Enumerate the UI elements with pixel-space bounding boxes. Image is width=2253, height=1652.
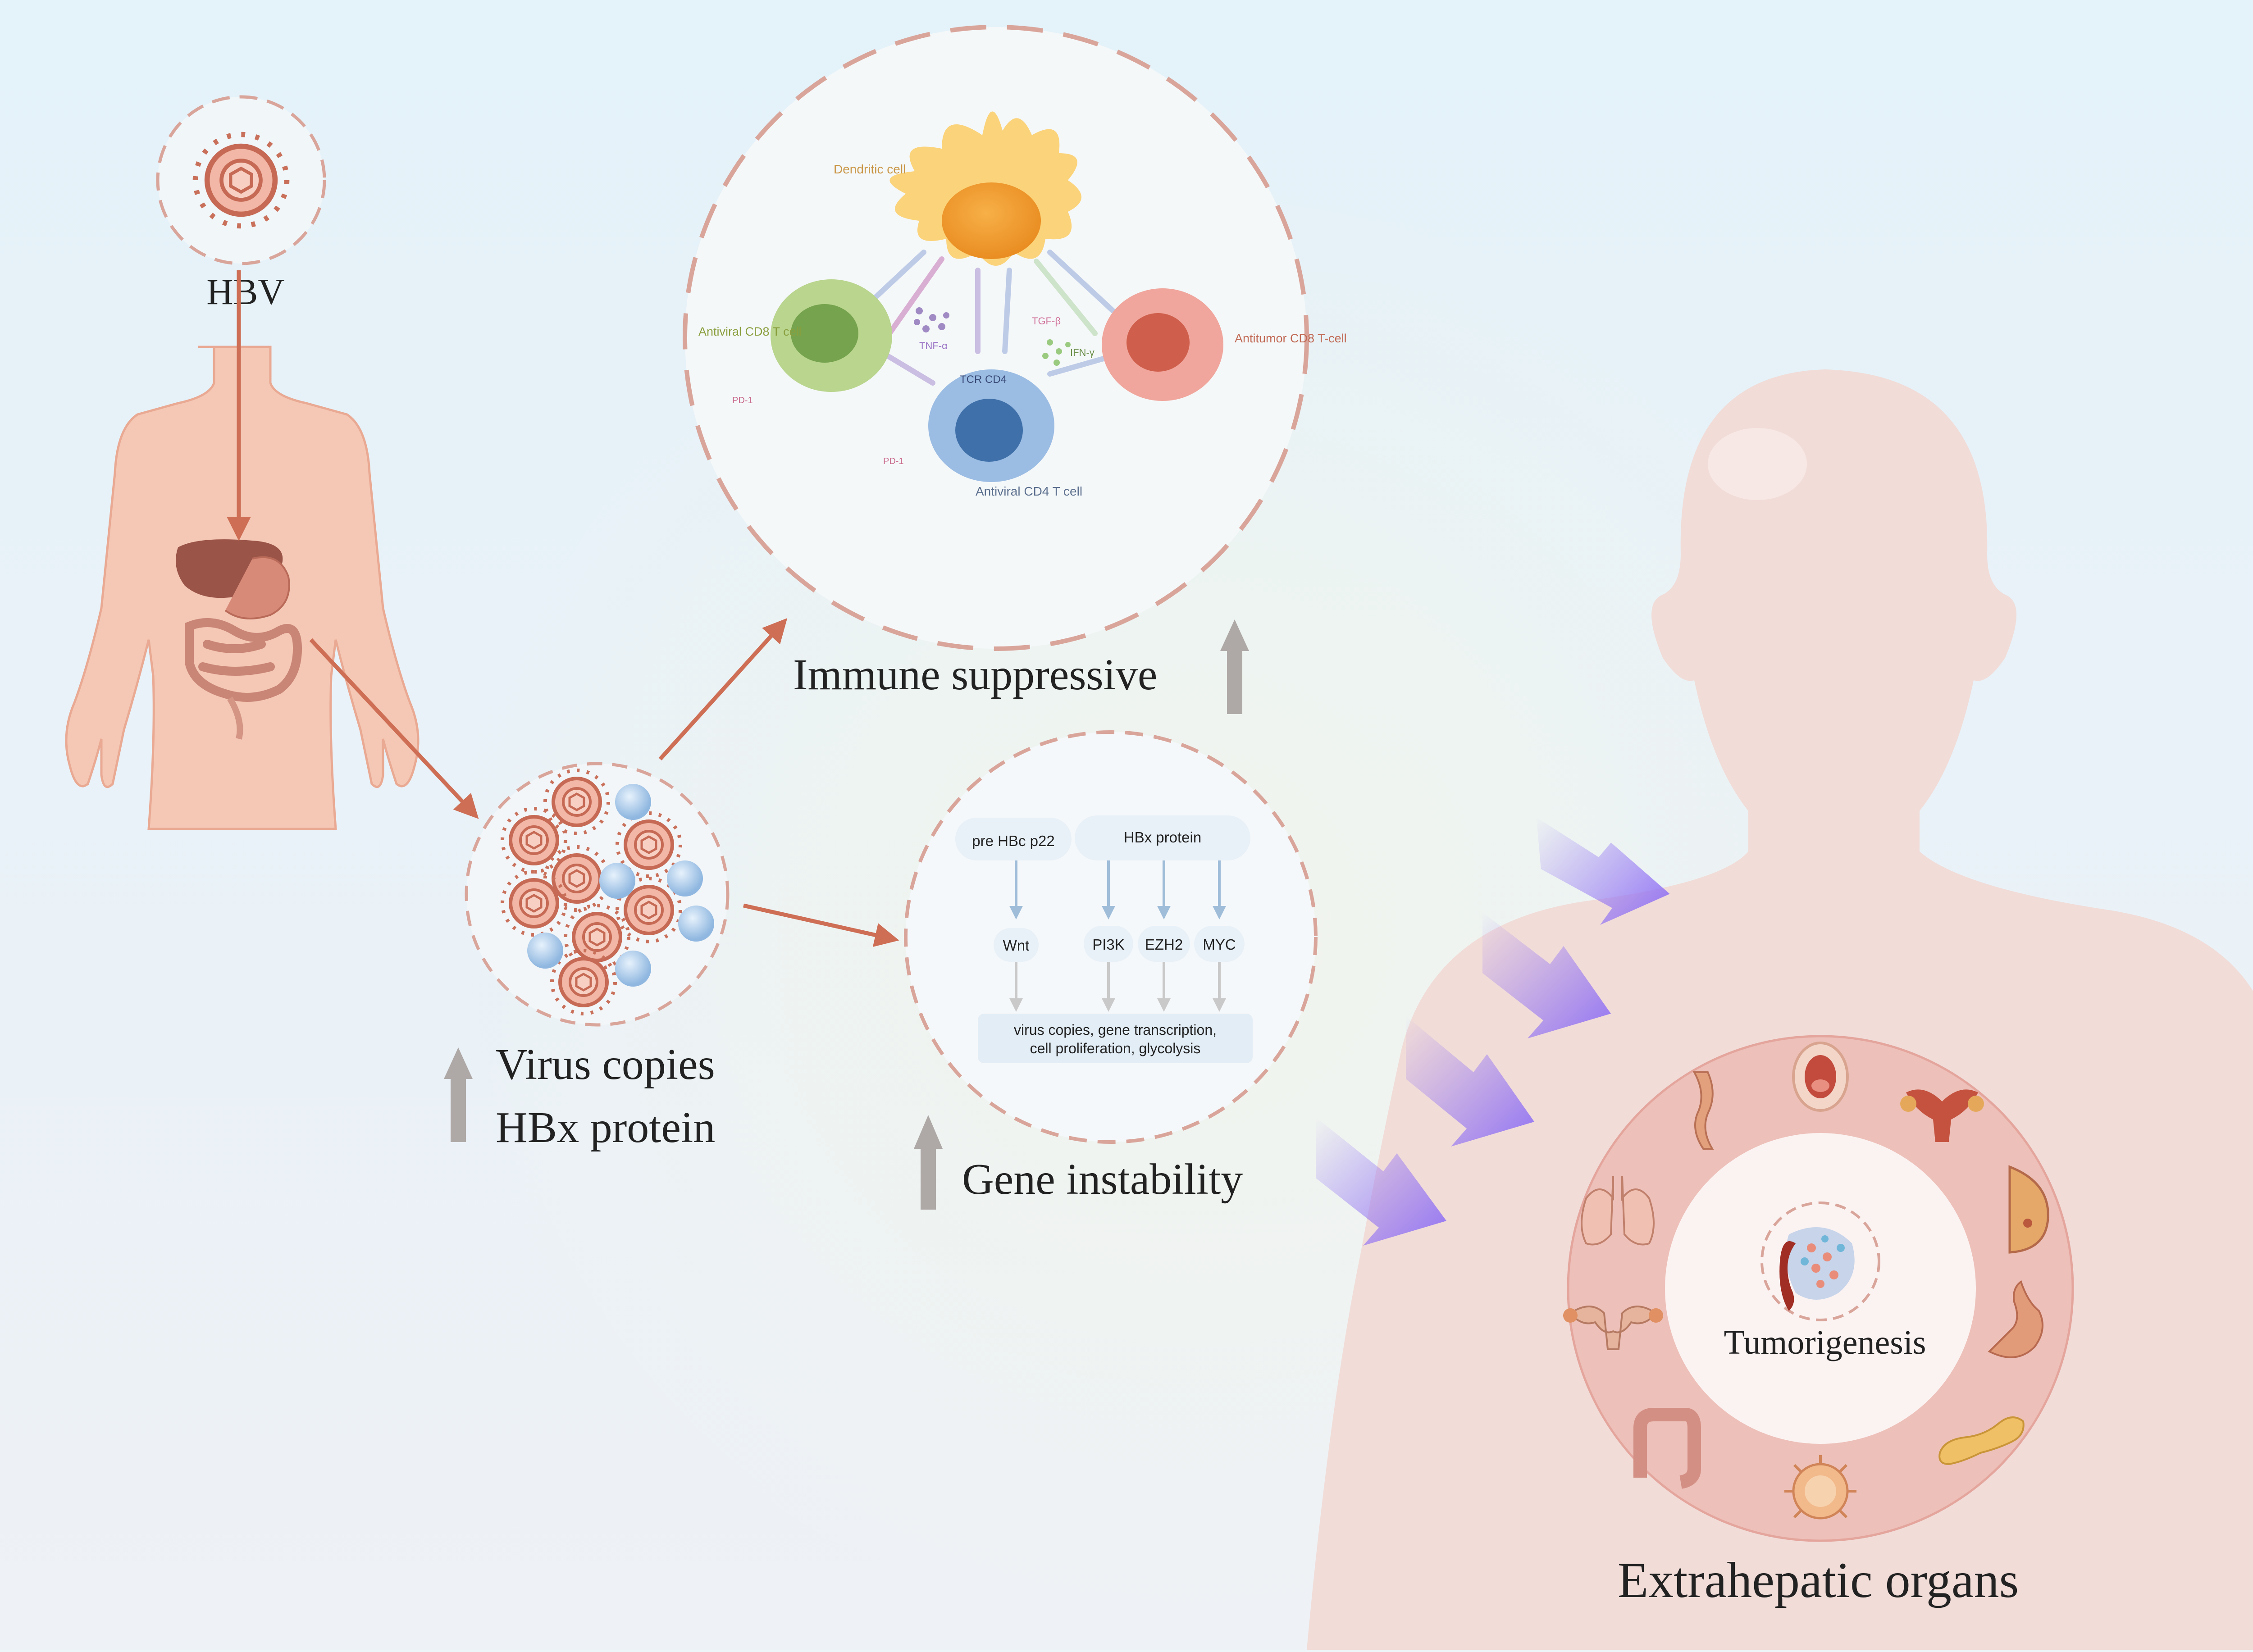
tnf-label: TNF-α (919, 340, 948, 351)
immune-circle: Dendritic cell Antiviral CD8 T cell Anti… (683, 25, 1347, 651)
antiviral-cd4-cell (928, 369, 1054, 482)
ezh2-label: EZH2 (1145, 936, 1183, 953)
up-arrow-icon (444, 1047, 473, 1142)
extrahepatic-organs-label: Extrahepatic organs (1618, 1552, 2019, 1608)
hbx-particle (527, 933, 563, 969)
tumor-icon (1784, 1455, 1856, 1520)
hbx-particle (615, 784, 651, 820)
dendritic-cell-label: Dendritic cell (834, 162, 906, 176)
esophagus-icon (1692, 1071, 1714, 1150)
pd1-left-label: PD-1 (732, 396, 753, 405)
organ-ring: Tumorigenesis (1563, 1035, 2074, 1542)
pi3k-pill (1084, 926, 1133, 962)
pd1-bottom-label: PD-1 (883, 456, 904, 466)
up-arrow-icon (1220, 619, 1249, 714)
purple-arrow-icon (1316, 1117, 1446, 1246)
hbx-particle (599, 863, 635, 899)
tgf-label: TGF-β (1032, 315, 1061, 327)
hbv-virus (156, 95, 326, 265)
hbx-particle (667, 860, 703, 897)
immune-suppressive-label: Immune suppressive (793, 651, 1157, 699)
hbx-pill-label: HBx protein (1124, 829, 1201, 846)
pi3k-label: PI3K (1092, 936, 1125, 953)
tcr-cd4-label: TCR CD4 (960, 373, 1007, 386)
purple-arrow-icon (1406, 1016, 1534, 1147)
virus-copies-label: Virus copies (496, 1040, 715, 1089)
tumor-center-icon (1760, 1201, 1880, 1321)
breast-icon (2008, 1165, 2049, 1254)
oral-cavity-icon (1792, 1042, 1849, 1112)
outcome-box (978, 1014, 1253, 1063)
gene-pathway-circle: pre HBc p22 HBx protein Wnt PI3K EZH2 MY… (904, 730, 1318, 1144)
hbv-label: HBV (206, 271, 284, 312)
lung-icon (1581, 1175, 1655, 1246)
hbx-particle (615, 951, 651, 987)
antiviral-cd4-label: Antiviral CD4 T cell (976, 484, 1082, 498)
human-body-icon (65, 270, 479, 830)
hbx-protein-label: HBx protein (496, 1103, 715, 1152)
pancreas-icon (1938, 1416, 2025, 1465)
uterus-icon (1900, 1089, 1984, 1142)
hbx-particle (678, 906, 714, 942)
ovary-icon (1563, 1306, 1663, 1350)
antiviral-cd8-cell (771, 279, 892, 392)
purple-arrow-icon (1482, 912, 1611, 1038)
virus-copies-circle (465, 762, 730, 1027)
outcome-line-2: cell proliferation, glycolysis (1030, 1040, 1201, 1056)
purple-arrow-icon (1536, 817, 1670, 925)
stomach-icon (1988, 1280, 2043, 1358)
ifn-label: IFN-γ (1070, 347, 1095, 358)
antitumor-cd8-label: Antitumor CD8 T-cell (1235, 332, 1347, 345)
tumorigenesis-label: Tumorigenesis (1724, 1324, 1926, 1361)
dendritic-cell (889, 111, 1081, 266)
pre-hbc-pill (955, 818, 1072, 860)
up-arrow-icon (914, 1115, 943, 1210)
ezh2-pill (1138, 926, 1190, 962)
outcome-line-1: virus copies, gene transcription, (1014, 1022, 1217, 1038)
myc-pill (1194, 926, 1245, 962)
myc-label: MYC (1203, 936, 1236, 953)
hbx-pill (1075, 815, 1250, 860)
colon-icon (1633, 1408, 1701, 1489)
antitumor-cd8-cell (1102, 288, 1223, 401)
gene-instability-label: Gene instability (962, 1155, 1243, 1204)
pre-hbc-label: pre HBc p22 (972, 833, 1054, 849)
wnt-pill (994, 928, 1039, 962)
antiviral-cd8-label: Antiviral CD8 T cell (698, 325, 802, 338)
wnt-label: Wnt (1003, 937, 1030, 954)
